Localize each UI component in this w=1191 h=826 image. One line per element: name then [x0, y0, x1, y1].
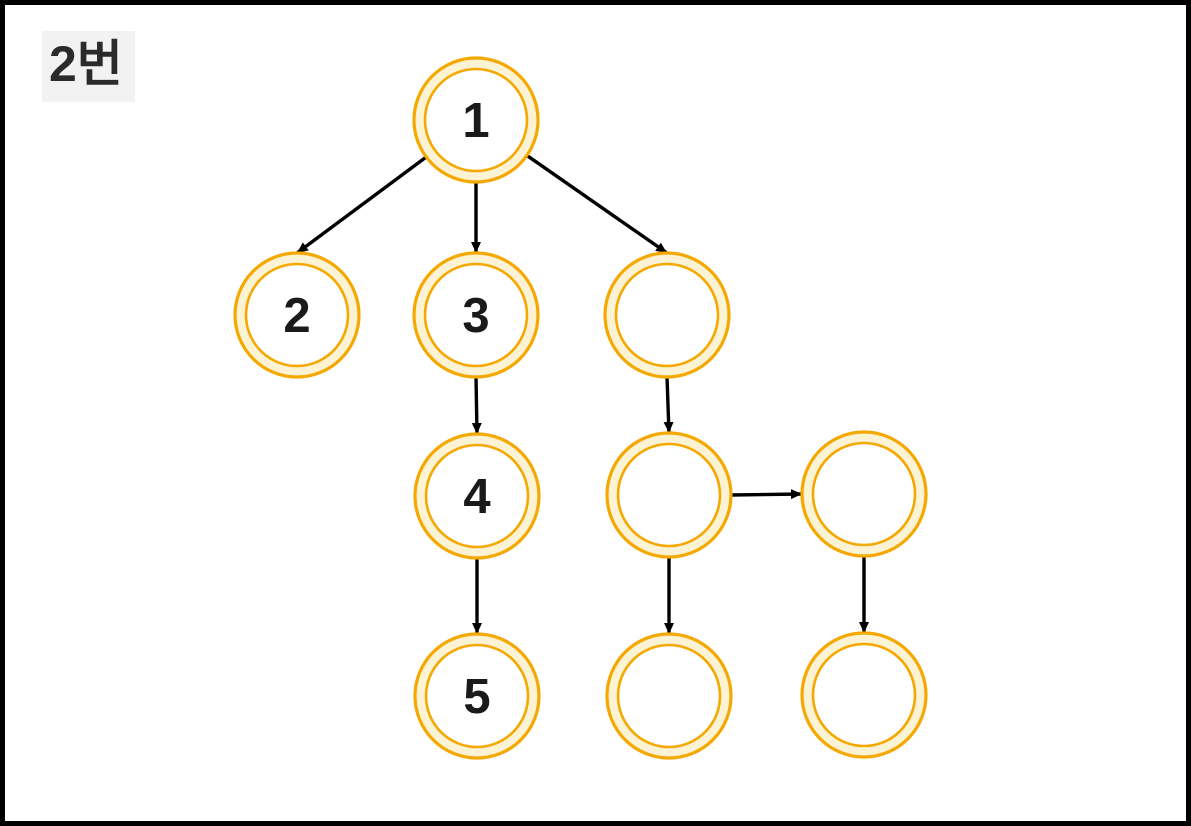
- node-inner-circle: [616, 442, 722, 548]
- tree-node: [605, 632, 733, 760]
- tree-node: 4: [413, 432, 541, 560]
- tree-diagram: 1 2 3 4 5: [233, 56, 928, 760]
- tree-node: 5: [413, 632, 541, 760]
- tree-node: [603, 251, 731, 379]
- node-inner-circle: [244, 262, 350, 368]
- node-inner-circle: [423, 67, 529, 173]
- tree-node: 3: [412, 251, 540, 379]
- edge-arrow: [730, 489, 803, 500]
- edge-arrow: [295, 155, 428, 255]
- node-inner-circle: [423, 262, 529, 368]
- node-inner-circle: [424, 643, 530, 749]
- tree-node: 2: [233, 251, 361, 379]
- node-label: 1: [462, 94, 489, 148]
- node-label: 2: [283, 289, 310, 343]
- tree-node: 1: [412, 56, 540, 184]
- node-inner-circle: [424, 443, 530, 549]
- node-label: 5: [463, 670, 490, 724]
- page-title: 2번: [42, 31, 135, 102]
- node-inner-circle: [811, 441, 917, 547]
- node-inner-circle: [614, 262, 720, 368]
- edge-arrow: [471, 376, 482, 435]
- tree-node: [800, 430, 928, 558]
- edge-arrow: [525, 154, 668, 255]
- tree-node: [605, 431, 733, 559]
- node-label: 4: [463, 470, 490, 524]
- node-label: 3: [462, 289, 489, 343]
- node-inner-circle: [811, 642, 917, 748]
- tree-node: [800, 631, 928, 759]
- node-inner-circle: [616, 643, 722, 749]
- edge-arrow: [663, 376, 674, 434]
